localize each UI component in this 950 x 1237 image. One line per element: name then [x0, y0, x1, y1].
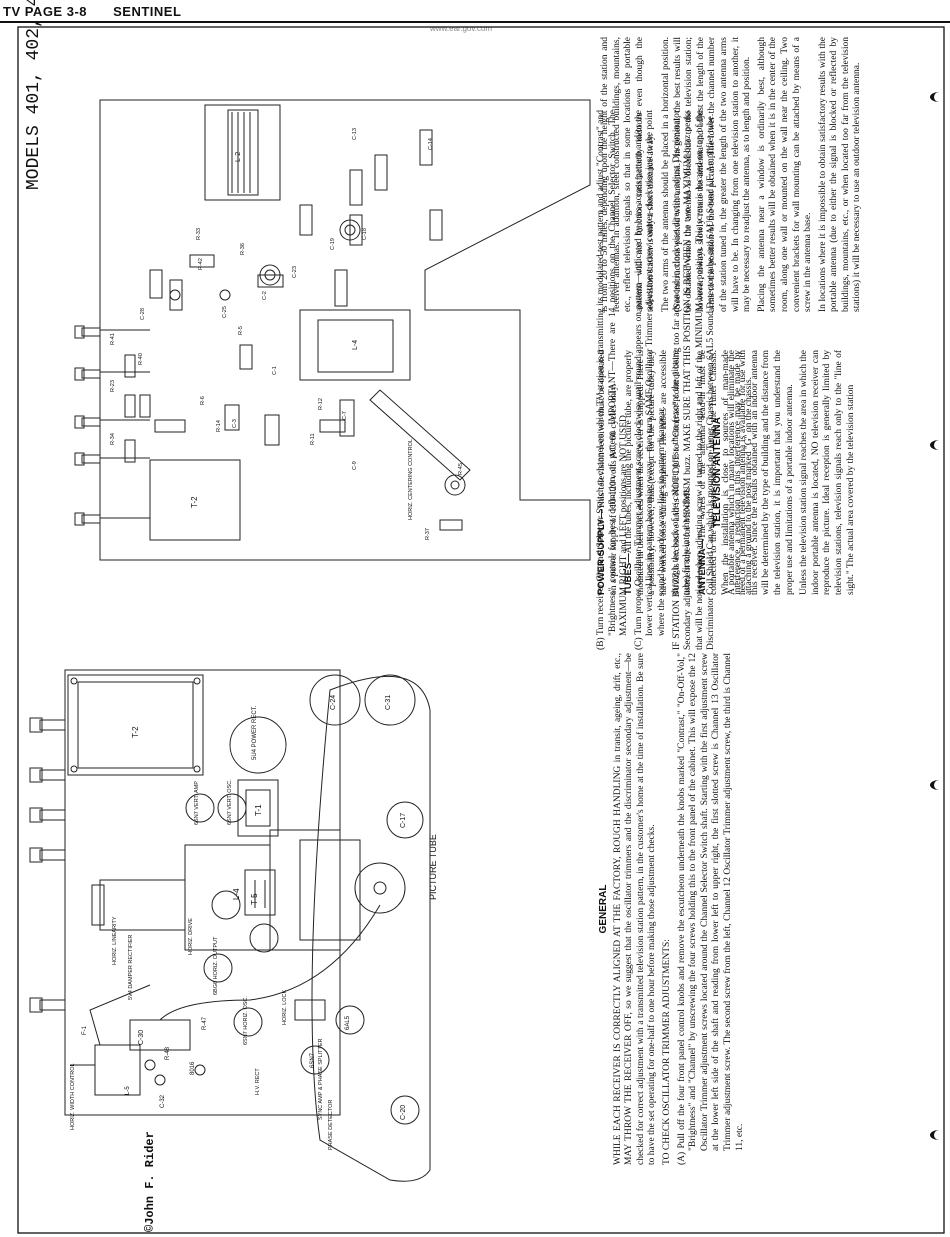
r11-label: R-11 — [310, 433, 316, 445]
c2-label: C-2 — [262, 291, 268, 300]
c3-label: C-3 — [232, 419, 238, 428]
tube-5u4-label: 5U4 POWER RECT. — [252, 705, 258, 760]
general-section: GENERAL WHILE EACH RECEIVER IS CORRECTLY… — [596, 653, 816, 1165]
c28-label: C-28 — [140, 308, 146, 320]
r42-label: R-42 — [198, 258, 204, 270]
t2-label: T-2 — [131, 726, 140, 738]
header-rule — [0, 21, 950, 23]
c9-label: C-9 — [352, 461, 358, 470]
binder-mark — [930, 1130, 948, 1140]
c20-label: C-20 — [400, 1104, 407, 1120]
c13-label: C-13 — [352, 128, 358, 140]
power-section: POWER SUPPLY—This television receiver mu… — [596, 350, 754, 595]
tube-6sn7-osc-label: 6SN7 VERT. OSC. — [227, 779, 233, 825]
models-title: MODELS 401, 402, 406; Series — [24, 0, 44, 190]
phase-detector-label: PHASE DETECTOR — [328, 1099, 334, 1150]
t1-label: T-1 — [254, 804, 263, 816]
bottom-l4-label: L-4 — [352, 339, 359, 350]
bottom-t2-label: T-2 — [190, 496, 199, 508]
general-p2: TO CHECK OSCILLATOR TRIMMER ADJUSTMENTS: — [661, 939, 672, 1165]
antenna-p3: Placing the antenna near a window is ord… — [756, 37, 814, 312]
tube-6sn7-horiz-label: 6SN7 HORIZ. OSC. — [243, 996, 249, 1045]
horiz-centering-label: HORIZ. CENTERING CONTROL — [408, 439, 414, 520]
l5-label: L-5 — [125, 1086, 131, 1095]
f1-label: F-1 — [82, 1026, 88, 1035]
copyright: ©John F. Rider — [143, 1131, 157, 1232]
r48-label: R-48 — [165, 1046, 171, 1060]
sync-amp-label: SYNC AMP & PHASE SPLITTER — [318, 1038, 324, 1120]
c31-label: C-31 — [385, 694, 392, 710]
power-p5: Unless the television station signal rea… — [799, 350, 856, 595]
power-p2-body: All the tubes, including the picture tub… — [624, 350, 693, 595]
tube-5v4-label: 5V4 DAMPER RECTIFIER — [128, 934, 134, 1000]
tube-6sn7-amp-label: 6SN7 VERT. AMP — [194, 781, 200, 825]
r40-label: R-40 — [138, 353, 144, 365]
tube-8016-label: 8016 — [190, 1061, 196, 1075]
chassis-bottom-diagram — [74, 99, 591, 561]
c14-label: C-14 — [428, 138, 434, 150]
power-p2-lead: TUBES— — [623, 553, 635, 595]
general-p1: WHILE EACH RECEIVER IS CORRECTLY ALIGNED… — [612, 653, 658, 1165]
watermark: www.ear.gov.com — [430, 24, 493, 33]
general-heading: GENERAL — [598, 884, 609, 934]
tv-antenna-heading: TELEVISION ANTENNA — [712, 417, 723, 528]
page-header: TV PAGE 3-8 SENTINEL — [3, 4, 181, 19]
r12-label: R-12 — [318, 398, 324, 410]
r37-label: R-37 — [425, 528, 431, 540]
tube-6sn7-label: 6SN7 — [310, 1052, 316, 1068]
c24-label: C-24 — [330, 694, 337, 710]
chassis-top-diagram — [29, 669, 431, 1182]
antenna-p4: In locations where it is impossible to o… — [817, 37, 863, 312]
c18-label: C-18 — [362, 228, 368, 240]
l4-label: L-4 — [232, 888, 241, 900]
t5-label: T-5 — [250, 893, 259, 905]
tube-6al5-label: 6AL5 — [345, 1015, 351, 1030]
hv-rect-label: H.V. RECT — [255, 1068, 261, 1095]
c19-label: C-19 — [330, 238, 336, 250]
antenna-p2: The two arms of the antenna should be pl… — [660, 37, 753, 312]
c23-label: C-23 — [292, 266, 298, 278]
c7-label: C-7 — [342, 411, 348, 420]
c1-label: C-1 — [272, 366, 278, 375]
bottom-l2-label: L-2 — [235, 151, 242, 162]
picture-tube-label: PICTURE TUBE — [428, 834, 438, 900]
power-p1: POWER SUPPLY—This television receiver mu… — [596, 350, 620, 595]
power-p2: TUBES—All the tubes, including the pictu… — [623, 350, 694, 595]
binder-mark — [930, 92, 948, 102]
c30-label: C-30 — [138, 1029, 145, 1045]
r34-label: R-34 — [110, 433, 116, 445]
tv-antenna-section: TELEVISION ANTENNA A portable antenna wh… — [710, 350, 856, 595]
general-p3: (A) Pull off the four front panel contro… — [676, 653, 745, 1165]
power-p1-lead: POWER SUPPLY— — [596, 509, 607, 595]
binder-mark — [930, 440, 948, 450]
horiz-drive-label: HORIZ. DRIVE — [188, 918, 194, 955]
tube-6bg6-label: 6BG6 HORIZ. OUTPUT — [213, 936, 219, 995]
antenna-p1: is from 20 to 50 miles, depending upon t… — [600, 37, 657, 312]
binder-mark — [930, 780, 948, 790]
r6-label: R-6 — [200, 396, 206, 405]
r41-label: R-41 — [110, 333, 116, 345]
r14-label: R-14 — [216, 420, 222, 432]
brand-name: SENTINEL — [113, 4, 182, 19]
c32-label: C-32 — [160, 1094, 166, 1108]
horiz-linearity-label: HORIZ. LINEARITY — [112, 916, 118, 965]
r23-label: R-23 — [110, 380, 116, 392]
r33-label: R-33 — [196, 228, 202, 240]
r5-label: R-5 — [238, 326, 244, 335]
r47-label: R-47 — [202, 1016, 208, 1030]
r45-label: R-45 — [458, 463, 464, 475]
antenna-cont-section: is from 20 to 50 miles, depending upon t… — [600, 37, 862, 312]
r36-label: R-36 — [240, 243, 246, 255]
c17-label: C-17 — [400, 812, 407, 828]
c25-label: C-25 — [222, 306, 228, 318]
power-p4: A portable antenna which in many locatio… — [726, 350, 795, 595]
page-label: TV PAGE 3-8 — [3, 4, 88, 19]
horiz-lock-label: HORIZ. LOCK — [282, 989, 288, 1025]
power-p3-lead: ANTENNA— — [696, 539, 708, 595]
horiz-width-label: HORIZ. WIDTH CONTROL — [70, 1063, 76, 1130]
